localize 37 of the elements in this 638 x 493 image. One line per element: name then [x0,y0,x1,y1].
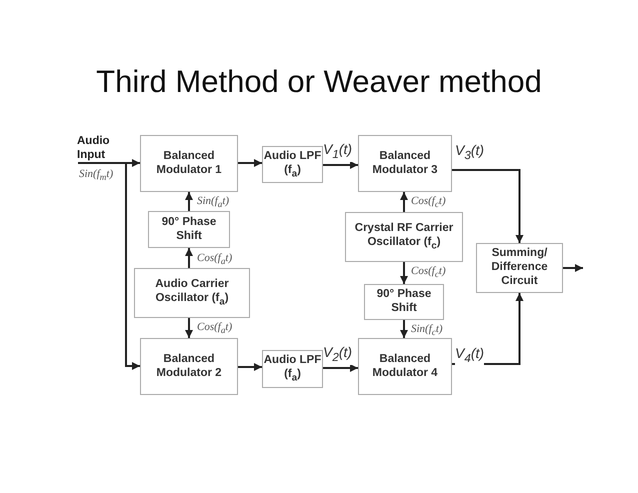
arrow [125,163,140,370]
edge-label: Sin(f$_{c}$t) [411,323,443,338]
edge-label: Sin(f$_{a}$t) [197,195,230,210]
arrow [185,318,193,338]
modulator-box: Balanced Modulator 4 [358,338,452,395]
edge-label: Cos(f$_{a}$t) [197,252,232,266]
modulator-box: Balanced Modulator 1 [140,135,238,192]
title: Third Method or Weaver method [95,64,543,100]
arrow [185,248,193,268]
filter-box: Audio LPF (f$_{a}$) [262,350,323,388]
edge-label: Cos(f$_{c}$t) [411,195,446,210]
phase-shift-box: 90° Phase Shift [364,284,444,320]
arrow [452,169,524,243]
modulator-box: Balanced Modulator 3 [358,135,452,192]
oscillator-box: Crystal RF Carrier Oscillator (f$_{c}$) [345,212,463,262]
input-label: Audio Input [77,136,121,162]
edge-label: Sin(f$_{m}$t) [79,168,114,182]
edge-label: V$_{1}$(t) [323,142,352,162]
arrow [323,364,358,372]
edge-label: V$_{4}$(t) [455,346,484,366]
summing-box: Summing/ Difference Circuit [476,243,563,293]
arrow [400,192,408,212]
arrow [238,159,262,167]
edge-label: Cos(f$_{c}$t) [411,265,446,280]
arrow [323,161,358,169]
arrow [400,262,408,284]
arrow [563,264,583,272]
phase-shift-box: 90° Phase Shift [148,211,230,248]
arrow [238,363,262,371]
arrow [185,192,193,211]
arrow [78,159,140,167]
arrow [400,320,408,338]
edge-label: Cos(f$_{a}$t) [197,321,232,336]
edge-label: V$_{2}$(t) [323,345,352,365]
modulator-box: Balanced Modulator 2 [140,338,238,395]
filter-box: Audio LPF (f$_{a}$) [262,146,323,183]
oscillator-box: Audio Carrier Oscillator (f$_{a}$) [134,268,250,318]
